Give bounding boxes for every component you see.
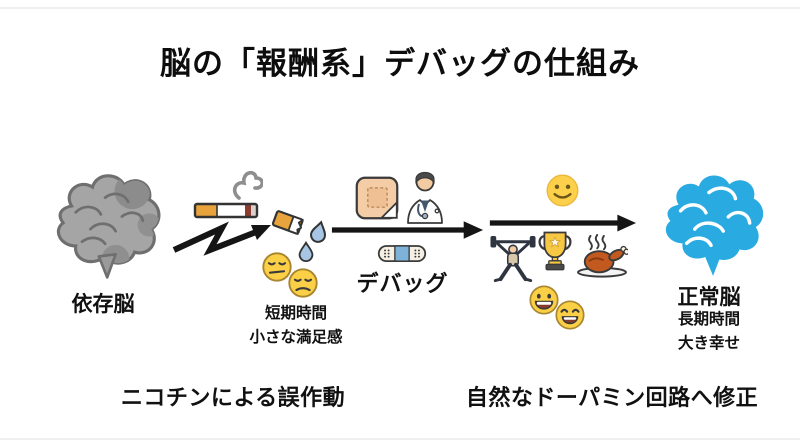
debug-label: デバッグ bbox=[356, 271, 449, 296]
gray-brain-icon bbox=[56, 174, 161, 279]
water-drops-icon bbox=[298, 220, 327, 263]
smiley-emoji-icon bbox=[546, 174, 579, 207]
dopamine-fix-caption: 自然なドーパミン回路へ修正 bbox=[465, 385, 759, 410]
broken-cigarette-icon bbox=[272, 210, 327, 263]
bandage-icon bbox=[377, 245, 427, 263]
big-happiness-line: 大き幸せ bbox=[677, 335, 740, 353]
debug-arrow-icon bbox=[331, 221, 484, 239]
trophy-icon bbox=[538, 231, 572, 271]
healthy-brain-label: 正常脳 bbox=[677, 286, 741, 309]
recovery-arrow-icon bbox=[489, 214, 637, 232]
zigzag-arrow-icon bbox=[172, 221, 271, 256]
addicted-brain-label: 依存脳 bbox=[71, 293, 135, 316]
nicotine-patch-icon bbox=[355, 176, 399, 220]
unamused-emoji-icon bbox=[262, 252, 292, 282]
doctor-icon bbox=[407, 171, 443, 224]
cigarette-icon bbox=[193, 170, 263, 219]
short-term-line: 短期時間 bbox=[264, 305, 327, 322]
slide-top-edge-line bbox=[0, 7, 800, 9]
smiling-closed-eyes-emoji-icon bbox=[555, 300, 585, 330]
frowning-emoji-icon bbox=[288, 268, 318, 298]
grinning-emoji-icon bbox=[529, 285, 559, 315]
small-satisfaction-line: 小さな満足感 bbox=[249, 329, 343, 347]
roast-turkey-icon bbox=[577, 233, 628, 278]
slide-bottom-edge-line bbox=[0, 438, 800, 440]
healthy-result-text: 長期時間 大き幸せ bbox=[648, 308, 770, 356]
weightlifter-icon bbox=[490, 236, 536, 282]
long-term-line: 長期時間 bbox=[677, 311, 740, 328]
blue-brain-icon bbox=[665, 175, 764, 276]
nicotine-malfunction-caption: ニコチンによる誤作動 bbox=[120, 385, 346, 410]
addicted-result-text: 短期時間 小さな満足感 bbox=[226, 302, 366, 350]
slide-title: 脳の「報酬系」デバッグの仕組み bbox=[160, 46, 640, 81]
